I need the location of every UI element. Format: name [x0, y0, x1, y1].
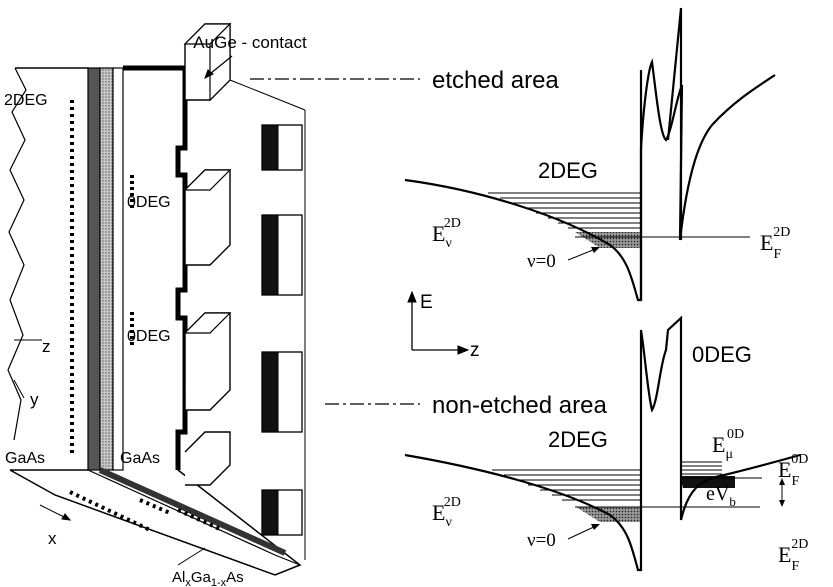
top-band-diagram — [405, 8, 775, 300]
bottom-ev-label: Eν2D — [432, 495, 461, 530]
cap-layer — [113, 68, 123, 470]
barrier-dotted-layer — [100, 68, 113, 470]
top-ef-label: EF2D — [760, 225, 790, 262]
bottom-slab — [10, 470, 300, 575]
etched-profile — [123, 68, 185, 470]
top-barrier — [641, 8, 681, 300]
contact-block-3 — [185, 313, 230, 410]
bottom-0deg-title: 0DEG — [692, 342, 752, 367]
top-2deg-title: 2DEG — [538, 158, 598, 183]
bottom-2deg-title: 2DEG — [548, 427, 608, 452]
gaas-left-label: GaAs — [5, 450, 45, 467]
x-axis-label: x — [48, 529, 57, 548]
bottom-emu-label: Eμ0D — [712, 427, 744, 462]
bottom-2deg-dots — [70, 492, 150, 530]
top-ev-label: Eν2D — [432, 216, 461, 251]
barrier-dark-layer — [88, 68, 100, 470]
top-occupied-region — [575, 232, 640, 248]
bottom-ef2d-label: EF2D — [778, 537, 808, 574]
e-axis-label: E — [420, 292, 433, 313]
x-axis-arrow — [62, 514, 70, 520]
contact-block-2 — [185, 170, 230, 265]
0deg-label-2: 0DEG — [127, 328, 171, 345]
algaas-pointer — [178, 548, 205, 565]
top-nu-label: ν=0 — [527, 251, 556, 272]
2deg-label: 2DEG — [4, 92, 48, 109]
bottom-nu-label: ν=0 — [527, 530, 556, 551]
back-block-4 — [262, 490, 302, 535]
device-drawing — [8, 24, 305, 575]
contact-label: AuGe - contact — [193, 33, 307, 52]
back-block-3 — [262, 352, 302, 432]
gaas-right-label: GaAs — [120, 450, 160, 467]
y-axis-label: y — [30, 390, 39, 409]
algaas-label: AlxGa1-xAs — [172, 569, 244, 587]
back-block-2 — [262, 215, 302, 295]
back-line-1 — [230, 80, 305, 110]
wavy-edge-top — [8, 68, 26, 440]
etched-area-label: etched area — [432, 67, 559, 94]
z-axis-label: z — [42, 337, 51, 356]
bottom-nu-arrowhead — [591, 524, 600, 530]
bottom-0d-subbands — [682, 462, 722, 474]
non-etched-area-label: non-etched area — [432, 392, 607, 419]
z-axis-energy-label: z — [470, 340, 480, 361]
contact-block-4 — [185, 432, 230, 485]
energy-axes — [408, 292, 468, 354]
back-block-1 — [262, 125, 302, 170]
0deg-label-1: 0DEG — [127, 194, 171, 211]
